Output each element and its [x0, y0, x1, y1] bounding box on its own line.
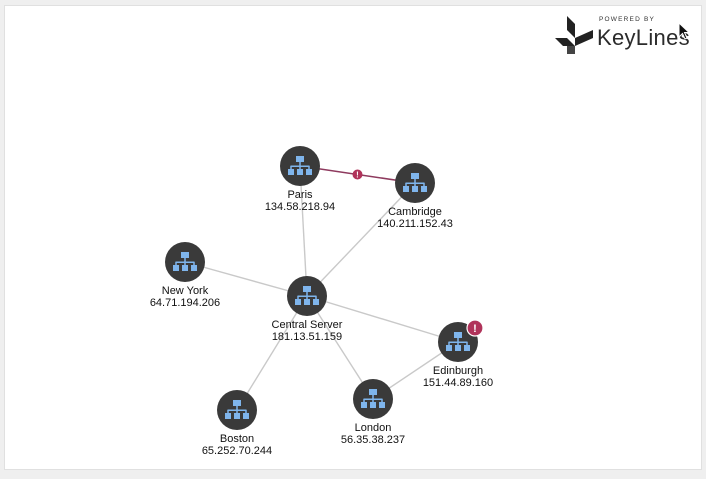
node-ip: 56.35.38.237: [341, 434, 405, 446]
network-hierarchy-icon: [295, 286, 319, 305]
node-name: Cambridge: [388, 206, 442, 218]
network-hierarchy-icon: [403, 173, 427, 192]
edge-cambridge-central-server[interactable]: [306, 182, 416, 297]
alert-badge-icon[interactable]: !: [466, 319, 484, 337]
node-name: London: [355, 422, 392, 434]
keylines-mark-icon: [555, 16, 593, 54]
network-hierarchy-icon: [361, 389, 385, 408]
node-name: New York: [162, 285, 209, 297]
node-ip: 140.211.152.43: [377, 218, 453, 230]
edge-new-york-central-server[interactable]: [184, 261, 308, 297]
node-ip: 65.252.70.244: [202, 445, 272, 457]
node-ip: 134.58.218.94: [265, 201, 335, 213]
edge-central-server-boston[interactable]: [236, 295, 308, 411]
node-name: Edinburgh: [433, 365, 483, 377]
alert-mark: !: [473, 323, 477, 335]
edge-central-server-london[interactable]: [306, 295, 374, 400]
network-hierarchy-icon: [225, 400, 249, 419]
network-hierarchy-icon: [288, 156, 312, 175]
network-hierarchy-icon: [446, 332, 470, 351]
edge-alert-mark: !: [356, 171, 359, 180]
node-ip: 151.44.89.160: [423, 377, 493, 389]
edge-central-server-edinburgh[interactable]: [306, 295, 459, 343]
node-ip: 64.71.194.206: [150, 297, 220, 309]
brand-name: KeyLines: [597, 25, 690, 50]
powered-by-label: POWERED BY: [599, 16, 656, 23]
network-hierarchy-icon: [173, 252, 197, 271]
edge-paris-central-server[interactable]: [299, 165, 308, 297]
edge-alert-badge[interactable]: !: [352, 169, 363, 180]
node-name: Central Server: [272, 319, 343, 331]
node-ip: 181.13.51.159: [272, 331, 342, 343]
node-name: Boston: [220, 433, 254, 445]
mouse-pointer-icon: [678, 22, 691, 40]
node-name: Paris: [287, 189, 313, 201]
keylines-logo: POWERED BY KeyLines: [553, 14, 703, 58]
